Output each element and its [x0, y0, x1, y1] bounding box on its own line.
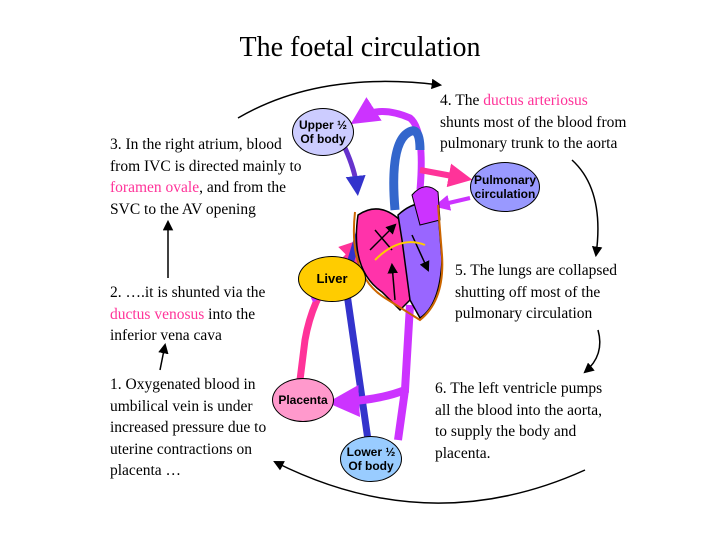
intracardiac-flow-3 — [411, 234, 430, 272]
upper-body-node: Upper ½ Of body — [292, 108, 354, 156]
superior-vena-cava-branch — [342, 146, 366, 196]
placenta-label: Placenta — [278, 393, 328, 407]
cycle-arrow-6-to-1 — [273, 461, 586, 504]
aortic-arch-to-upper — [350, 97, 425, 191]
upper-body-label-2: Of body — [300, 132, 346, 146]
cycle-arrow-3-to-4 — [237, 78, 443, 119]
foramen-ovale-term: foramen ovale — [110, 179, 200, 196]
ductus-venosus-term: ductus venosus — [110, 305, 205, 323]
intracardiac-flow-4 — [387, 262, 398, 301]
cycle-arrow-5-to-6 — [583, 329, 601, 374]
liver-label: Liver — [316, 271, 348, 286]
liver-node: Liver — [298, 256, 366, 302]
intracardiac-flow-1 — [369, 223, 397, 251]
pericardium-outline — [352, 204, 444, 322]
descending-aorta-lower — [394, 389, 409, 441]
placenta-node: Placenta — [272, 378, 334, 422]
pulmonary-circulation-node: Pulmonary circulation — [470, 162, 540, 212]
lower-body-node: Lower ½ Of body — [340, 436, 402, 482]
foramen-ovale-flow — [374, 241, 426, 261]
intracardiac-flow-2 — [374, 229, 393, 251]
upper-body-label-1: Upper ½ — [298, 118, 347, 132]
pulmonary-vein-return — [433, 195, 471, 211]
pulmonary-label-1: Pulmonary — [473, 173, 536, 187]
step-6-text: 6. The left ventricle pumps all the bloo… — [435, 380, 603, 462]
step-1-text: 1. Oxygenated blood in umbilical vein is… — [110, 376, 267, 479]
cycle-arrow-4-to-5 — [571, 159, 603, 258]
pulmonary-label-2: circulation — [474, 187, 536, 201]
step-2-text: 2. ….it is shunted via the ductus venosu… — [110, 284, 266, 344]
pulmonary-trunk — [389, 126, 425, 211]
step-4-text: 4. The ductus arteriosus shunts most of … — [440, 92, 627, 152]
lower-body-label-1: Lower ½ — [346, 445, 396, 459]
lower-body-label-2: Of body — [348, 459, 394, 473]
step-5-text: 5. The lungs are collapsed shutting off … — [455, 262, 617, 322]
ductus-arteriosus-term: ductus arteriosus — [483, 92, 588, 109]
page-title: The foetal circulation — [239, 32, 481, 63]
pulmonary-artery-to-lungs — [419, 163, 473, 188]
cycle-arrow-1-to-2 — [158, 342, 169, 371]
step-3-text: 3. In the right atrium, blood from IVC i… — [110, 136, 302, 218]
